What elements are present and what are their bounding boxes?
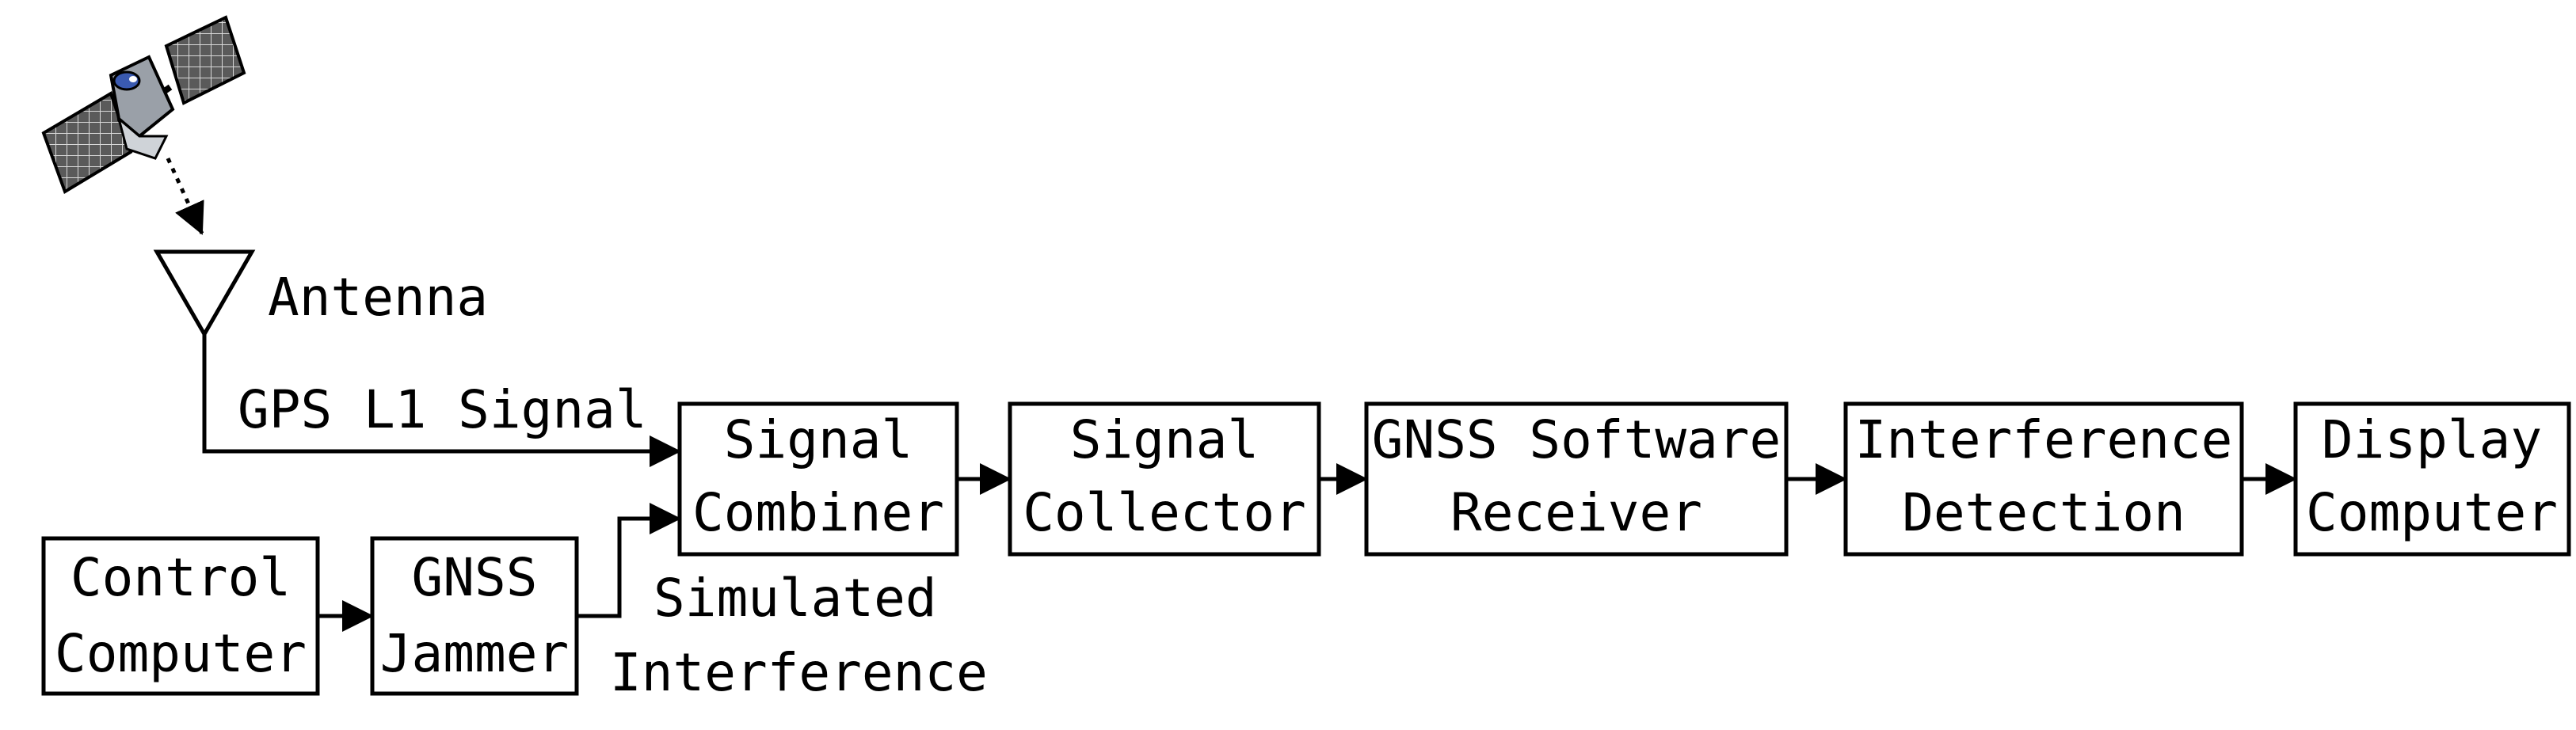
display-computer-box: [2293, 401, 2571, 557]
interference-detection-box: [1843, 401, 2244, 557]
signal-combiner-label-2: Combiner: [692, 482, 944, 543]
control-computer-label-2: Computer: [55, 623, 307, 684]
antenna-label: Antenna: [268, 267, 488, 328]
gnss-jammer-box: [370, 536, 579, 696]
display-computer-label-2: Computer: [2306, 482, 2558, 543]
signal-combiner-box: [677, 401, 959, 557]
gnss-software-receiver-label: GNSS Software: [1372, 409, 1781, 470]
interference-line: [577, 503, 681, 618]
signal-collector-box: [1008, 401, 1321, 557]
gnss-jammer-label-2: Jammer: [380, 623, 569, 684]
simulated-label: Simulated: [654, 568, 937, 629]
control-computer-label: Control: [70, 547, 291, 608]
control-computer-box: [41, 536, 320, 696]
satellite-downlink-arrow: [166, 157, 204, 235]
satellite-icon: [41, 15, 246, 194]
signal-collector-label: Signal: [1070, 409, 1259, 470]
signal-collector-label-2: Collector: [1023, 482, 1306, 543]
antenna-icon: [153, 249, 256, 339]
gps-signal-label: GPS L1 Signal: [238, 379, 647, 440]
gnss-software-receiver-label-2: Receiver: [1450, 482, 1702, 543]
signal-combiner-label: Signal: [724, 409, 913, 470]
gps-signal-line: [202, 334, 681, 467]
interference-detection-label-2: Detection: [1902, 482, 2185, 543]
gnss-jammer-label: GNSS: [412, 547, 538, 608]
display-computer-label: Display: [2322, 409, 2542, 470]
interference-label: Interference: [610, 642, 988, 703]
interference-detection-label: Interference: [1855, 409, 2233, 470]
